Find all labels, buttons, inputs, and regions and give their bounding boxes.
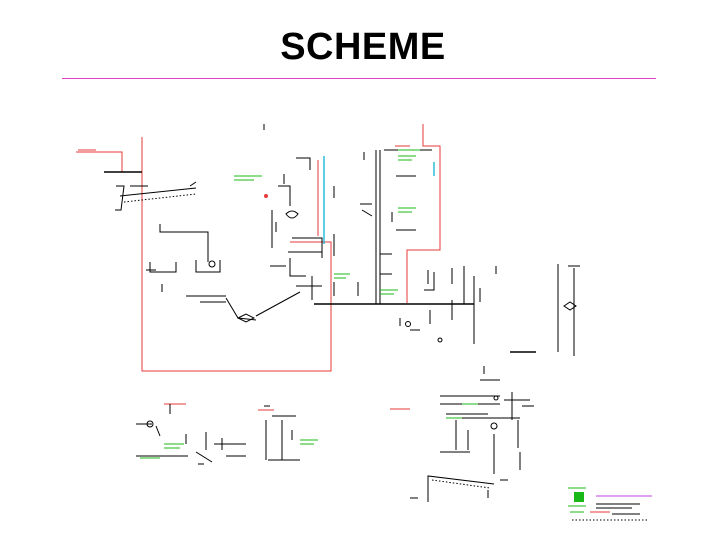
main-header xyxy=(314,149,474,305)
green-annotations xyxy=(140,149,478,459)
cyan-lines xyxy=(323,156,435,244)
red-marker xyxy=(264,194,268,198)
central-equipment xyxy=(263,124,359,300)
red-feed-lines xyxy=(76,124,441,411)
right-process-units xyxy=(399,264,580,356)
title-rule xyxy=(62,78,656,79)
crusher-block xyxy=(146,224,301,323)
feed-conveyor xyxy=(104,171,197,211)
legend-block xyxy=(568,487,652,521)
legend-swatch-green xyxy=(574,492,584,502)
slide-title: SCHEME xyxy=(280,26,446,68)
lower-right-subscheme xyxy=(410,366,534,502)
lower-left-subscheme xyxy=(136,404,300,465)
